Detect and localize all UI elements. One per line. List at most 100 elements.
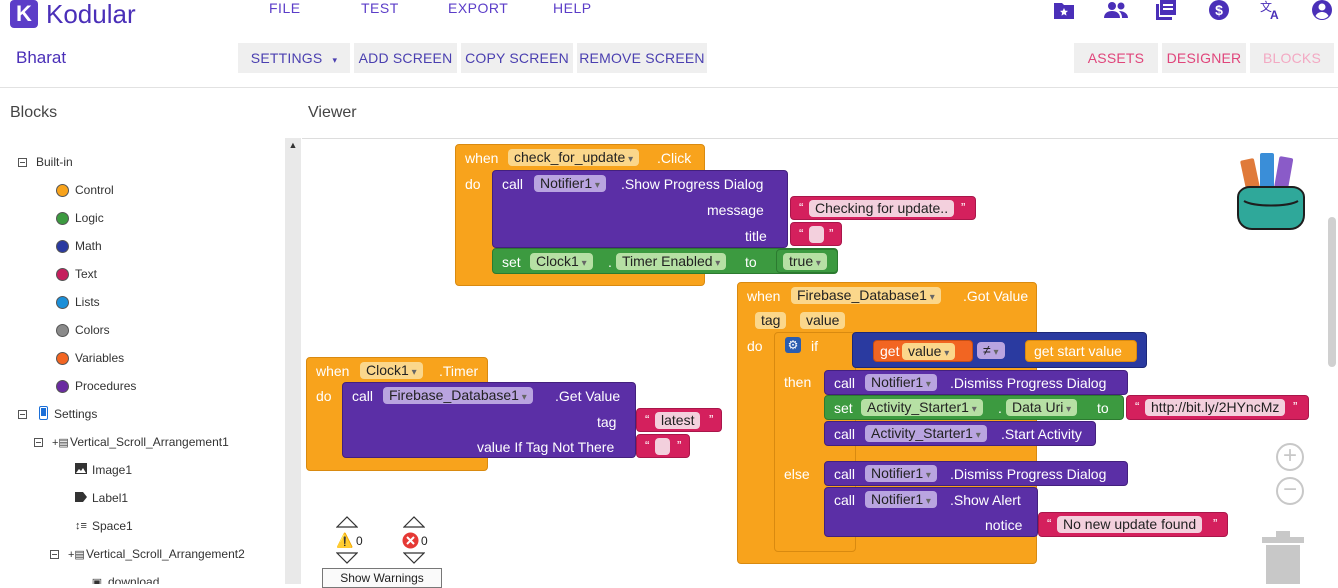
text-block-default[interactable]: “ ” <box>636 434 690 458</box>
error-up-arrow-icon[interactable] <box>403 516 425 528</box>
property-dropdown[interactable]: Timer Enabled <box>616 253 727 270</box>
collapse-icon[interactable] <box>50 549 59 559</box>
show-warnings-button[interactable]: Show Warnings <box>322 568 442 588</box>
url-text-field[interactable]: http://bit.ly/2HYncMz <box>1145 399 1286 416</box>
notifier-dropdown[interactable]: Notifier1 <box>534 175 606 192</box>
tree-scrollbar[interactable] <box>285 138 301 584</box>
logic-true-block[interactable]: true <box>776 249 838 273</box>
set-activity-data-uri-block[interactable]: set Activity_Starter1 . Data Uri to <box>824 395 1124 420</box>
activity-dropdown[interactable]: Activity_Starter1 <box>861 399 983 416</box>
component-dropdown[interactable]: Firebase_Database1 <box>791 287 941 304</box>
tree-item-math[interactable]: Math <box>56 236 102 256</box>
assets-button[interactable]: ASSETS <box>1074 43 1158 73</box>
trash-icon[interactable] <box>1262 531 1304 584</box>
error-down-arrow-icon[interactable] <box>403 552 425 564</box>
blocks-workspace[interactable]: when check_for_update .Click do call Not… <box>302 138 1338 584</box>
tree-item-colors[interactable]: Colors <box>56 320 110 340</box>
menu-help[interactable]: HELP <box>553 0 592 16</box>
call-show-progress-dialog-block[interactable]: call Notifier1 .Show Progress Dialog mes… <box>492 170 788 248</box>
scroll-up-arrow-icon[interactable]: ▲ <box>288 140 298 150</box>
users-icon[interactable] <box>1104 0 1128 20</box>
component-dropdown[interactable]: check_for_update <box>508 149 640 166</box>
dollar-icon[interactable]: $ <box>1208 0 1230 20</box>
clock-dropdown[interactable]: Clock1 <box>530 253 593 270</box>
call-dismiss-progress-dialog-block-else[interactable]: call Notifier1 .Dismiss Progress Dialog <box>824 461 1128 486</box>
tree-item-space1[interactable]: ↕≡ Space1 <box>75 519 133 533</box>
notifier-dropdown[interactable]: Notifier1 <box>865 374 937 391</box>
add-screen-button[interactable]: ADD SCREEN <box>354 43 457 73</box>
colors-color-icon <box>56 323 69 337</box>
notice-text-field[interactable]: No new update found <box>1057 516 1203 533</box>
workspace-scrollbar[interactable] <box>1328 217 1336 367</box>
button-icon: ▣ <box>91 576 103 585</box>
chevron-down-icon: ▾ <box>332 55 338 65</box>
tree-item-text[interactable]: Text <box>56 264 97 284</box>
remove-screen-button[interactable]: REMOVE SCREEN <box>577 43 707 73</box>
text-color-icon <box>56 267 69 281</box>
warning-down-arrow-icon[interactable] <box>336 552 358 564</box>
settings-dropdown[interactable]: SETTINGS ▾ <box>238 43 350 73</box>
menu-test[interactable]: TEST <box>361 0 399 16</box>
title-text-field[interactable] <box>809 226 824 243</box>
notifier-dropdown[interactable]: Notifier1 <box>865 491 937 508</box>
tree-item-vsa2[interactable]: +▤ Vertical_Scroll_Arrangement2 <box>50 544 245 564</box>
get-value-block[interactable]: get value <box>873 340 973 362</box>
compare-neq-block[interactable]: get value ≠ get start value <box>852 332 1147 368</box>
param-tag[interactable]: tag <box>755 312 787 329</box>
zoom-out-icon[interactable]: − <box>1276 477 1304 505</box>
notifier-dropdown[interactable]: Notifier1 <box>865 465 937 482</box>
project-name[interactable]: Bharat <box>16 48 67 67</box>
activity-dropdown[interactable]: Activity_Starter1 <box>865 425 987 442</box>
zoom-in-icon[interactable]: + <box>1276 443 1304 471</box>
get-start-value-block[interactable]: get start value <box>1025 340 1137 362</box>
call-start-activity-block[interactable]: call Activity_Starter1 .Start Activity <box>824 421 1096 446</box>
copy-screen-button[interactable]: COPY SCREEN <box>461 43 573 73</box>
collapse-icon[interactable] <box>18 157 27 167</box>
menu-file[interactable]: FILE <box>269 0 301 16</box>
tree-item-procedures[interactable]: Procedures <box>56 376 136 396</box>
call-dismiss-progress-dialog-block[interactable]: call Notifier1 .Dismiss Progress Dialog <box>824 370 1128 395</box>
variable-dropdown[interactable]: value <box>902 343 956 360</box>
library-icon[interactable] <box>1156 0 1178 20</box>
tree-item-settings[interactable]: Settings <box>18 404 97 424</box>
default-text-field[interactable] <box>655 438 670 455</box>
text-block-notice[interactable]: “ No new update found ” <box>1038 512 1228 537</box>
tree-item-label1[interactable]: Label1 <box>74 488 128 508</box>
blocks-tree: Built-in Control Logic Math Text Lists C… <box>0 138 285 584</box>
blocks-button[interactable]: BLOCKS <box>1250 43 1334 73</box>
call-firebase-get-value-block[interactable]: call Firebase_Database1 .Get Value tag v… <box>342 382 636 458</box>
tree-item-variables[interactable]: Variables <box>56 348 124 368</box>
tag-text-field[interactable]: latest <box>655 412 701 429</box>
kodular-logo[interactable]: K Kodular <box>10 0 136 28</box>
account-icon[interactable] <box>1311 0 1333 20</box>
tree-item-vsa1[interactable]: +▤ Vertical_Scroll_Arrangement1 <box>34 432 229 452</box>
gear-icon[interactable]: ⚙ <box>785 337 801 353</box>
text-block-tag[interactable]: “ latest ” <box>636 408 722 432</box>
component-dropdown[interactable]: Clock1 <box>360 362 423 379</box>
property-dropdown[interactable]: Data Uri <box>1006 399 1078 416</box>
firebase-dropdown[interactable]: Firebase_Database1 <box>383 387 533 404</box>
collapse-icon[interactable] <box>34 437 43 447</box>
message-text-field[interactable]: Checking for update.. <box>809 200 955 217</box>
warning-up-arrow-icon[interactable] <box>336 516 358 528</box>
tree-item-lists[interactable]: Lists <box>56 292 100 312</box>
label-icon <box>74 491 88 505</box>
designer-button[interactable]: DESIGNER <box>1162 43 1246 73</box>
text-block-title[interactable]: “ ” <box>790 222 842 246</box>
menu-export[interactable]: EXPORT <box>448 0 509 16</box>
text-block-url[interactable]: “ http://bit.ly/2HYncMz ” <box>1126 395 1309 420</box>
backpack-icon[interactable] <box>1230 149 1312 235</box>
tree-item-logic[interactable]: Logic <box>56 208 104 228</box>
param-value[interactable]: value <box>800 312 846 329</box>
operator-dropdown[interactable]: ≠ <box>977 342 1005 359</box>
tree-item-builtin[interactable]: Built-in <box>18 152 73 172</box>
tree-item-control[interactable]: Control <box>56 180 114 200</box>
tree-item-image1[interactable]: Image1 <box>74 460 132 480</box>
bool-dropdown[interactable]: true <box>783 253 827 270</box>
tree-item-download[interactable]: ▣ download <box>90 572 160 585</box>
collapse-icon[interactable] <box>18 409 27 419</box>
star-folder-icon[interactable] <box>1053 0 1075 20</box>
call-show-alert-block[interactable]: call Notifier1 .Show Alert notice <box>824 487 1038 537</box>
text-block-message[interactable]: “ Checking for update.. ” <box>790 196 976 220</box>
